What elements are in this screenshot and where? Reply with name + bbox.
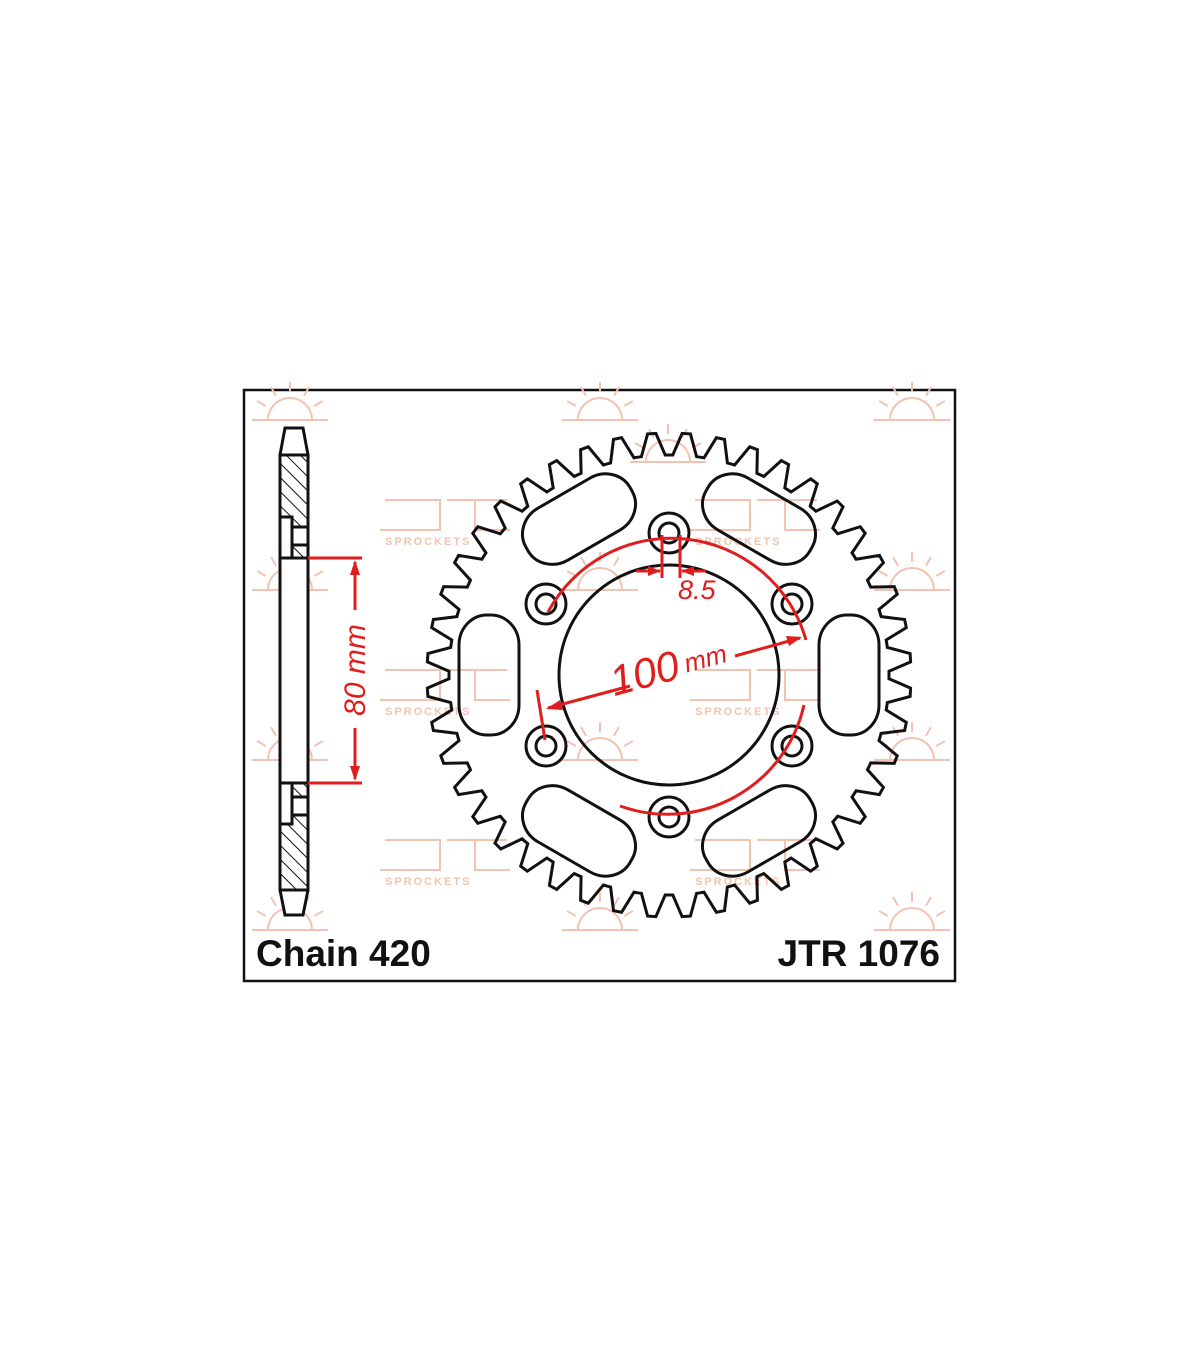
sun-ray	[303, 386, 310, 397]
watermark-jt-logo: SPROCKETS	[380, 669, 510, 718]
sun-ray	[935, 400, 946, 407]
sun-arc	[577, 397, 623, 421]
sun-ray	[925, 386, 932, 397]
watermark-sun-icon	[874, 382, 950, 421]
height-dimension	[308, 556, 362, 785]
sun-ray	[566, 740, 577, 747]
sun-ray	[256, 910, 267, 917]
sun-ray	[270, 896, 277, 907]
watermark-sun-icon	[562, 892, 638, 931]
sun-ray	[613, 726, 620, 737]
sun-ray	[925, 726, 932, 737]
lightening-slot	[817, 613, 881, 737]
sun-ray	[878, 570, 889, 577]
watermark-sun-icon	[874, 892, 950, 931]
pcd-dimension	[535, 535, 808, 816]
sun-ray	[313, 740, 324, 747]
sun-arc	[577, 567, 623, 591]
watermark-sun-icon	[874, 552, 950, 591]
bolt-hole	[534, 734, 558, 758]
sun-arc	[645, 439, 691, 463]
sun-arc	[267, 397, 313, 421]
logo-shape	[690, 669, 820, 701]
chain-label: Chain 420	[256, 933, 431, 974]
sprocket-teeth-outline	[425, 431, 913, 919]
sun-ray	[634, 442, 645, 449]
logo-shape	[380, 669, 510, 701]
sun-ray	[878, 910, 889, 917]
bolt-hole	[534, 592, 558, 616]
lightening-slot	[521, 472, 637, 566]
logo-watermark-text: SPROCKETS	[385, 706, 471, 718]
bolt-hole-boss	[647, 795, 691, 839]
sun-ray	[935, 570, 946, 577]
sun-arc	[577, 907, 623, 931]
sun-ray	[580, 386, 587, 397]
bolt-hole	[657, 805, 681, 829]
sprocket-face	[425, 431, 913, 919]
sun-ray	[613, 556, 620, 567]
bolt-hole-boss	[524, 582, 568, 626]
sun-ray	[313, 400, 324, 407]
part-number: JTR 1076	[778, 933, 941, 974]
lightening-slot	[457, 613, 521, 737]
height-dimension-label: 80 mm	[339, 624, 372, 716]
sun-ray	[613, 386, 620, 397]
watermark-sun-icon	[630, 424, 706, 463]
sun-ray	[623, 740, 634, 747]
bolt-hole	[780, 592, 804, 616]
side-profile	[278, 426, 310, 917]
bolt-hole-boss	[770, 582, 814, 626]
sun-ray	[313, 910, 324, 917]
bolt-hole-boss	[770, 724, 814, 768]
lightening-slot	[701, 784, 817, 878]
logo-watermark-text: SPROCKETS	[385, 876, 471, 888]
sun-ray	[256, 570, 267, 577]
sun-ray	[892, 386, 899, 397]
sun-ray	[580, 556, 587, 567]
watermark-jt-logo: SPROCKETS	[380, 499, 510, 548]
sun-ray	[580, 726, 587, 737]
sun-ray	[270, 726, 277, 737]
lightening-slot	[521, 784, 637, 878]
sun-ray	[313, 570, 324, 577]
sun-ray	[566, 400, 577, 407]
lightening-slot	[701, 472, 817, 566]
sun-ray	[935, 740, 946, 747]
hole-diameter-label: 8.5	[678, 575, 717, 605]
sun-ray	[623, 910, 634, 917]
sun-ray	[613, 896, 620, 907]
sun-ray	[623, 400, 634, 407]
sun-ray	[892, 556, 899, 567]
drawing-frame	[242, 388, 957, 983]
sun-arc	[577, 737, 623, 761]
watermark-sun-icon	[562, 382, 638, 421]
sun-ray	[925, 556, 932, 567]
sun-arc	[889, 907, 935, 931]
sun-ray	[878, 400, 889, 407]
logo-watermark-text: SPROCKETS	[695, 706, 781, 718]
watermark-sun-icon	[252, 382, 328, 421]
watermark-jt-logo: SPROCKETS	[690, 669, 820, 718]
bolt-hole-boss	[647, 511, 691, 555]
sun-ray	[256, 740, 267, 747]
sun-ray	[935, 910, 946, 917]
sun-arc	[889, 567, 935, 591]
bolt-hole	[657, 521, 681, 545]
center-bore	[557, 563, 781, 787]
bolt-hole-boss	[524, 724, 568, 768]
sun-ray	[892, 896, 899, 907]
sun-ray	[925, 896, 932, 907]
logo-watermark-text: SPROCKETS	[385, 536, 471, 548]
sun-arc	[889, 397, 935, 421]
sun-ray	[270, 386, 277, 397]
sun-ray	[566, 910, 577, 917]
sun-ray	[256, 400, 267, 407]
sun-ray	[270, 556, 277, 567]
